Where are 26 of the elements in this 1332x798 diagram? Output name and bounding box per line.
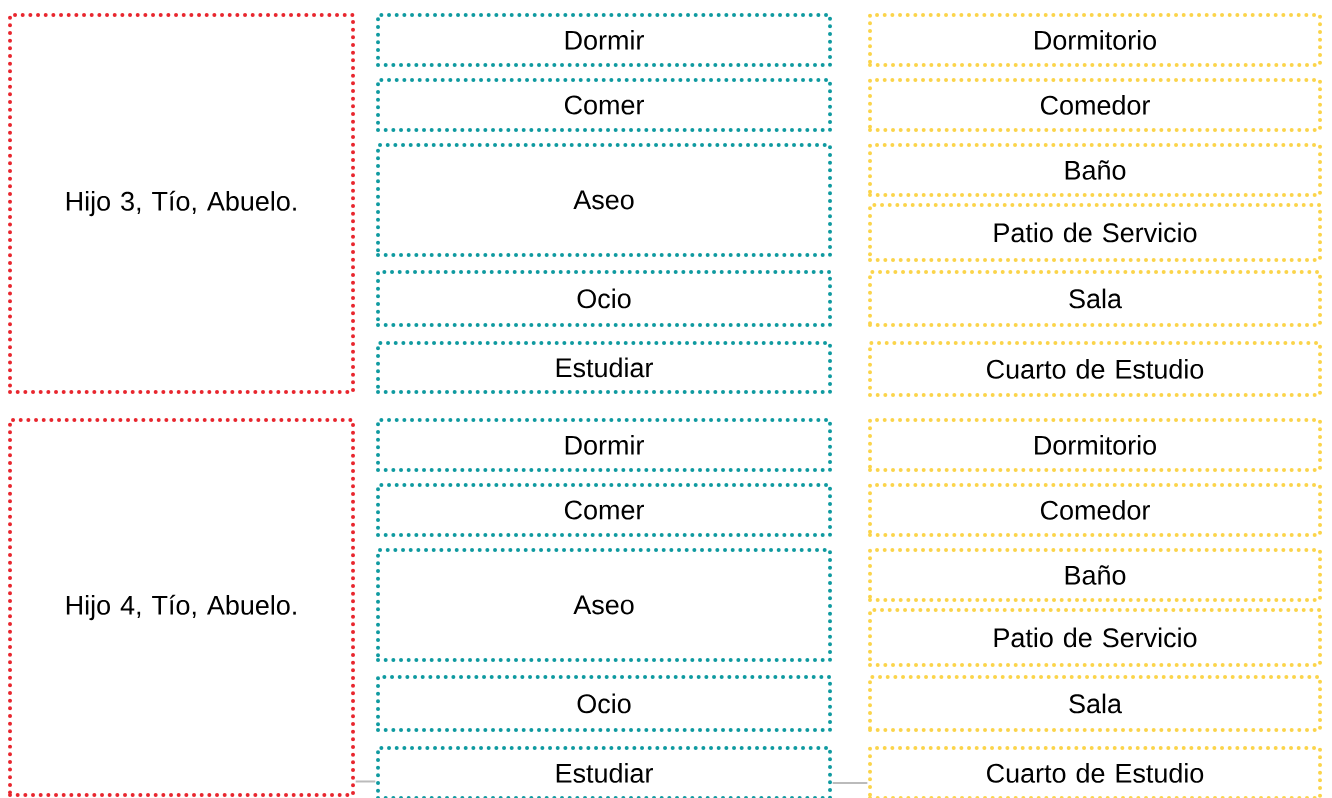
person-box: Hijo 3, Tío, Abuelo. <box>8 13 355 394</box>
room-box: Comedor <box>868 78 1322 132</box>
activity-box: Dormir <box>376 418 832 472</box>
room-box: Baño <box>868 143 1322 197</box>
connector-line <box>354 780 377 783</box>
activity-box: Dormir <box>376 13 832 67</box>
room-box: Patio de Servicio <box>868 608 1322 667</box>
activity-box: Ocio <box>376 675 832 732</box>
activity-box: Estudiar <box>376 341 832 394</box>
room-box: Patio de Servicio <box>868 203 1322 262</box>
activity-box: Ocio <box>376 270 832 327</box>
person-box: Hijo 4, Tío, Abuelo. <box>8 418 355 797</box>
activity-box: Comer <box>376 483 832 537</box>
activity-box: Aseo <box>376 143 832 257</box>
activity-box: Estudiar <box>376 746 832 798</box>
room-box: Dormitorio <box>868 13 1322 67</box>
room-box: Cuarto de Estudio <box>868 341 1322 397</box>
room-box: Sala <box>868 675 1322 732</box>
room-box: Dormitorio <box>868 418 1322 472</box>
room-box: Baño <box>868 548 1322 602</box>
connector-line <box>831 782 869 784</box>
activity-box: Comer <box>376 78 832 132</box>
room-box: Cuarto de Estudio <box>868 746 1322 798</box>
room-box: Comedor <box>868 483 1322 537</box>
activity-box: Aseo <box>376 548 832 662</box>
room-box: Sala <box>868 270 1322 327</box>
